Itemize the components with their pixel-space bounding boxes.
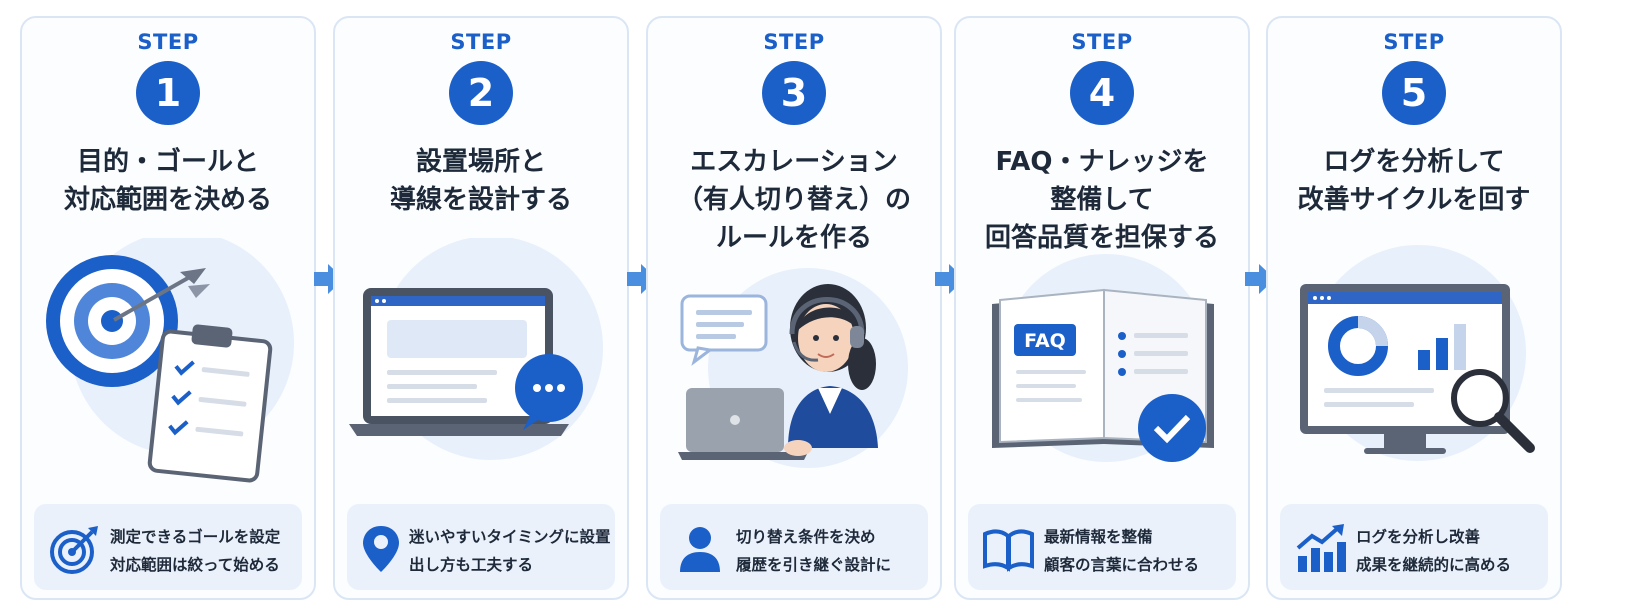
- step-title: 目的・ゴールと 対応範囲を決める: [63, 147, 272, 215]
- step-number: 5: [1382, 61, 1446, 125]
- step-summary-text: 測定できるゴールを設定 対応範囲は絞って始める: [110, 528, 281, 574]
- operator-with-headset-illustration: [678, 268, 908, 468]
- step-card-1: STEP 1 目的・ゴールと 対応範囲を決める: [20, 16, 316, 600]
- growth-chart-icon: [1296, 524, 1346, 572]
- target-and-checklist-illustration: [46, 238, 294, 483]
- step-summary-text: 最新情報を整備 顧客の言葉に合わせる: [1044, 528, 1200, 574]
- step-card-2: STEP 2 設置場所と 導線を設計する 迷いやすいタイミングに設置 出し方も工…: [333, 16, 629, 600]
- step-summary-text: 迷いやすいタイミングに設置 出し方も工夫する: [409, 528, 611, 574]
- next-step-arrow-icon: [935, 264, 965, 294]
- step-summary-text: ログを分析し改善 成果を継続的に高める: [1356, 528, 1512, 574]
- step-title: ログを分析して 改善サイクルを回す: [1297, 147, 1531, 215]
- next-step-arrow-icon: [1245, 264, 1275, 294]
- next-step-arrow-icon: [314, 264, 344, 294]
- step-title: FAQ・ナレッジを 整備して 回答品質を担保する: [984, 147, 1219, 253]
- step-summary-text: 切り替え条件を決め 履歴を引き継ぐ設計に: [736, 528, 892, 574]
- step-label: STEP: [137, 30, 199, 54]
- step-number: 2: [449, 61, 513, 125]
- step-summary: 測定できるゴールを設定 対応範囲は絞って始める: [34, 504, 302, 590]
- step-title: エスカレーション （有人切り替え）の ルールを作る: [676, 147, 911, 253]
- step-title: 設置場所と 導線を設計する: [389, 147, 572, 215]
- faq-book-with-check-illustration: FAQ: [992, 254, 1214, 462]
- step-summary: ログを分析し改善 成果を継続的に高める: [1280, 504, 1548, 590]
- location-pin-icon: [363, 526, 399, 572]
- step-number: 3: [762, 61, 826, 125]
- person-icon: [680, 527, 720, 572]
- step-label: STEP: [1071, 30, 1133, 54]
- step-summary: 迷いやすいタイミングに設置 出し方も工夫する: [347, 504, 615, 590]
- target-icon: [50, 526, 98, 574]
- step-summary: 切り替え条件を決め 履歴を引き継ぐ設計に: [660, 504, 928, 590]
- step-label: STEP: [763, 30, 825, 54]
- step-label: STEP: [1383, 30, 1445, 54]
- step-number: 1: [136, 61, 200, 125]
- step-number: 4: [1070, 61, 1134, 125]
- step-card-5: STEP 5 ログを分析して 改善サイクルを回す ログを分析し改: [1266, 16, 1562, 600]
- dashboard-with-magnifier-illustration: [1300, 245, 1535, 461]
- step-label: STEP: [450, 30, 512, 54]
- next-step-arrow-icon: [627, 264, 657, 294]
- faq-badge: FAQ: [1024, 330, 1066, 352]
- step-card-4: STEP 4 FAQ・ナレッジを 整備して 回答品質を担保する FAQ 最新情報…: [954, 16, 1250, 600]
- step-card-3: STEP 3 エスカレーション （有人切り替え）の ルールを作る: [646, 16, 942, 600]
- step-summary: 最新情報を整備 顧客の言葉に合わせる: [968, 504, 1236, 590]
- laptop-with-chat-bubble-illustration: [349, 238, 603, 460]
- book-icon: [983, 529, 1034, 572]
